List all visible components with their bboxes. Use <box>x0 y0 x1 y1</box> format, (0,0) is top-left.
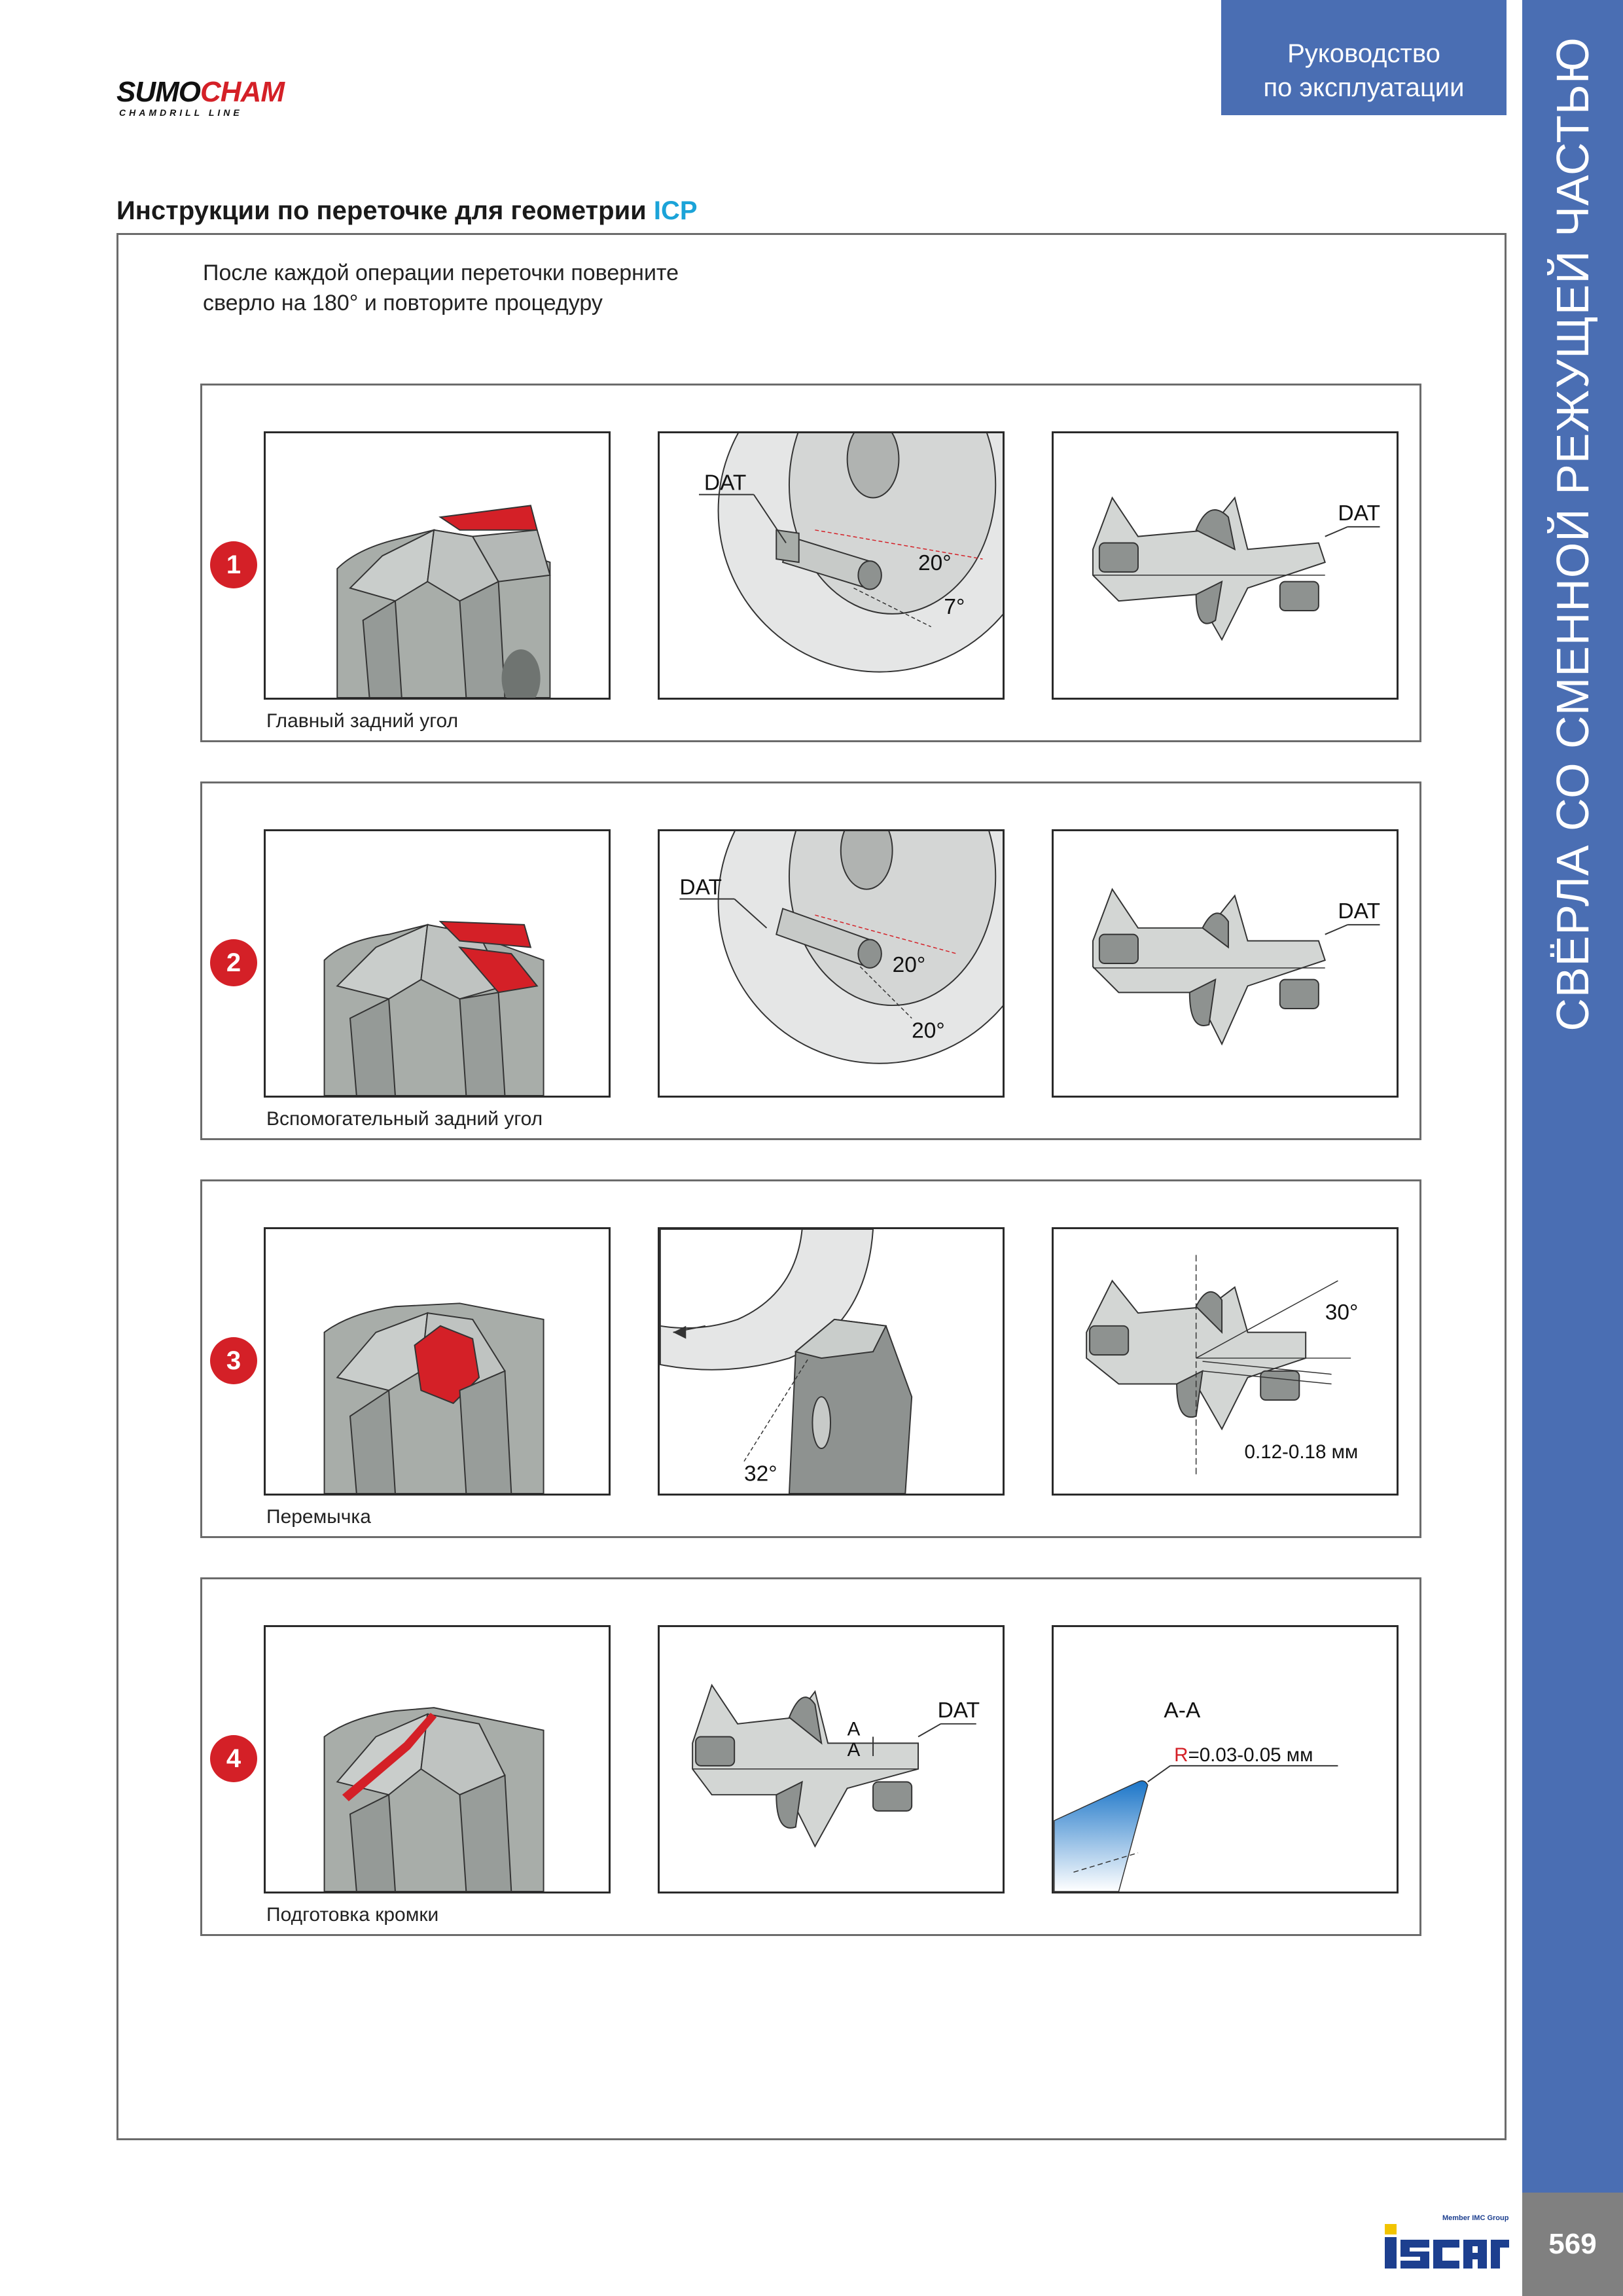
main-frame <box>116 233 1507 2140</box>
step-2-drill-view <box>264 829 611 1098</box>
step-4-section-view: A A DAT <box>658 1625 1005 1893</box>
step-3-drill-view <box>264 1227 611 1496</box>
step-4-badge: 4 <box>210 1735 257 1782</box>
grinding-wheel-illustration: DAT 20° 7° <box>699 433 1003 673</box>
label-angle-30: 30° <box>1325 1300 1359 1325</box>
side-band <box>1522 0 1623 2193</box>
step-1-section-view: DAT <box>1052 431 1399 700</box>
drill-cross-section: A A DAT <box>692 1683 980 1848</box>
grinding-wheel-illustration: 32° <box>660 1229 913 1494</box>
label-section-aa: A-A <box>1164 1698 1201 1723</box>
step-2-grinding-view: DAT 20° 20° <box>658 829 1005 1098</box>
label-dat: DAT <box>938 1698 980 1723</box>
intro-line-1: После каждой операции переточки повернит… <box>203 260 679 285</box>
step-4-edge-view: A-A R=0.03-0.05 мм <box>1052 1625 1399 1893</box>
label-angle-7: 7° <box>944 595 965 619</box>
label-angle-20a: 20° <box>893 953 926 977</box>
drill-cross-section: DAT <box>1092 888 1380 1046</box>
section-title-accent: ICP <box>653 196 698 225</box>
side-title-text: СВЁРЛА СО СМЕННОЙ РЕЖУЩЕЙ ЧАСТЬЮ <box>1547 37 1598 1031</box>
step-1-grinding-view: DAT 20° 7° <box>658 431 1005 700</box>
label-angle-32: 32° <box>744 1462 777 1486</box>
drill-tip-illustration <box>323 1707 544 1892</box>
label-angle-20b: 20° <box>912 1018 945 1043</box>
label-radius-value: =0.03-0.05 мм <box>1188 1744 1313 1766</box>
step-4-drill-view <box>264 1625 611 1893</box>
svg-text:R=0.03-0.05 мм: R=0.03-0.05 мм <box>1174 1744 1313 1766</box>
step-3: 3 32° <box>200 1179 1421 1538</box>
step-4-caption: Подготовка кромки <box>266 1904 439 1926</box>
section-title-main: Инструкции по переточке для геометрии <box>116 196 654 225</box>
grinding-wheel-illustration: DAT 20° 20° <box>679 831 1003 1064</box>
step-2-caption: Вспомогательный задний угол <box>266 1108 543 1130</box>
step-1: 1 DAT 20° 7° <box>200 384 1421 742</box>
step-3-grinding-view: 32° <box>658 1227 1005 1496</box>
imc-member-text: Member IMC Group <box>1442 2214 1509 2222</box>
step-1-drill-view <box>264 431 611 700</box>
edge-section-illustration: A-A R=0.03-0.05 мм <box>1054 1698 1338 1892</box>
label-radius-r: R <box>1174 1744 1188 1766</box>
logo-text-sumo: SUMO <box>116 76 201 108</box>
iscar-logo: Member IMC Group <box>1382 2211 1510 2274</box>
manual-line-2: по эксплуатации <box>1263 73 1465 102</box>
step-2: 2 DAT 20° 20° <box>200 781 1421 1140</box>
manual-line-1: Руководство <box>1287 39 1440 68</box>
step-3-caption: Перемычка <box>266 1506 371 1528</box>
label-angle-20: 20° <box>918 551 952 575</box>
label-a-lower: A <box>847 1739 861 1761</box>
step-3-badge: 3 <box>210 1337 257 1384</box>
manual-tab: Руководство по эксплуатации <box>1221 0 1507 115</box>
drill-cross-section: DAT <box>1092 496 1380 641</box>
label-dat: DAT <box>704 471 747 495</box>
drill-tip-illustration <box>323 920 544 1096</box>
label-dat-right: DAT <box>1338 501 1380 526</box>
page-number: 569 <box>1522 2193 1623 2296</box>
label-dat: DAT <box>679 876 722 900</box>
drill-tip-illustration <box>323 1302 544 1494</box>
logo-text-cham: CHAM <box>200 76 285 108</box>
step-2-badge: 2 <box>210 939 257 986</box>
label-a-upper: A <box>847 1719 861 1740</box>
sumocham-logo: SUMOCHAM CHAMDRILL LINE <box>116 77 326 123</box>
side-title: СВЁРЛА СО СМЕННОЙ РЕЖУЩЕЙ ЧАСТЬЮ <box>1522 0 1623 1113</box>
drill-cross-section: 30° 0.12-0.18 мм <box>1086 1255 1359 1475</box>
logo-tagline: CHAMDRILL LINE <box>119 107 243 118</box>
drill-tip-illustration <box>336 505 551 698</box>
intro-text: После каждой операции переточки повернит… <box>203 258 679 318</box>
step-3-section-view: 30° 0.12-0.18 мм <box>1052 1227 1399 1496</box>
step-4: 4 A A DAT <box>200 1577 1421 1936</box>
label-dat-right: DAT <box>1338 899 1380 924</box>
intro-line-2: сверло на 180° и повторите процедуру <box>203 291 603 315</box>
label-web-range: 0.12-0.18 мм <box>1245 1441 1359 1463</box>
step-2-section-view: DAT <box>1052 829 1399 1098</box>
step-1-badge: 1 <box>210 541 257 588</box>
step-1-caption: Главный задний угол <box>266 710 459 732</box>
section-title: Инструкции по переточке для геометрии IC… <box>116 196 698 226</box>
